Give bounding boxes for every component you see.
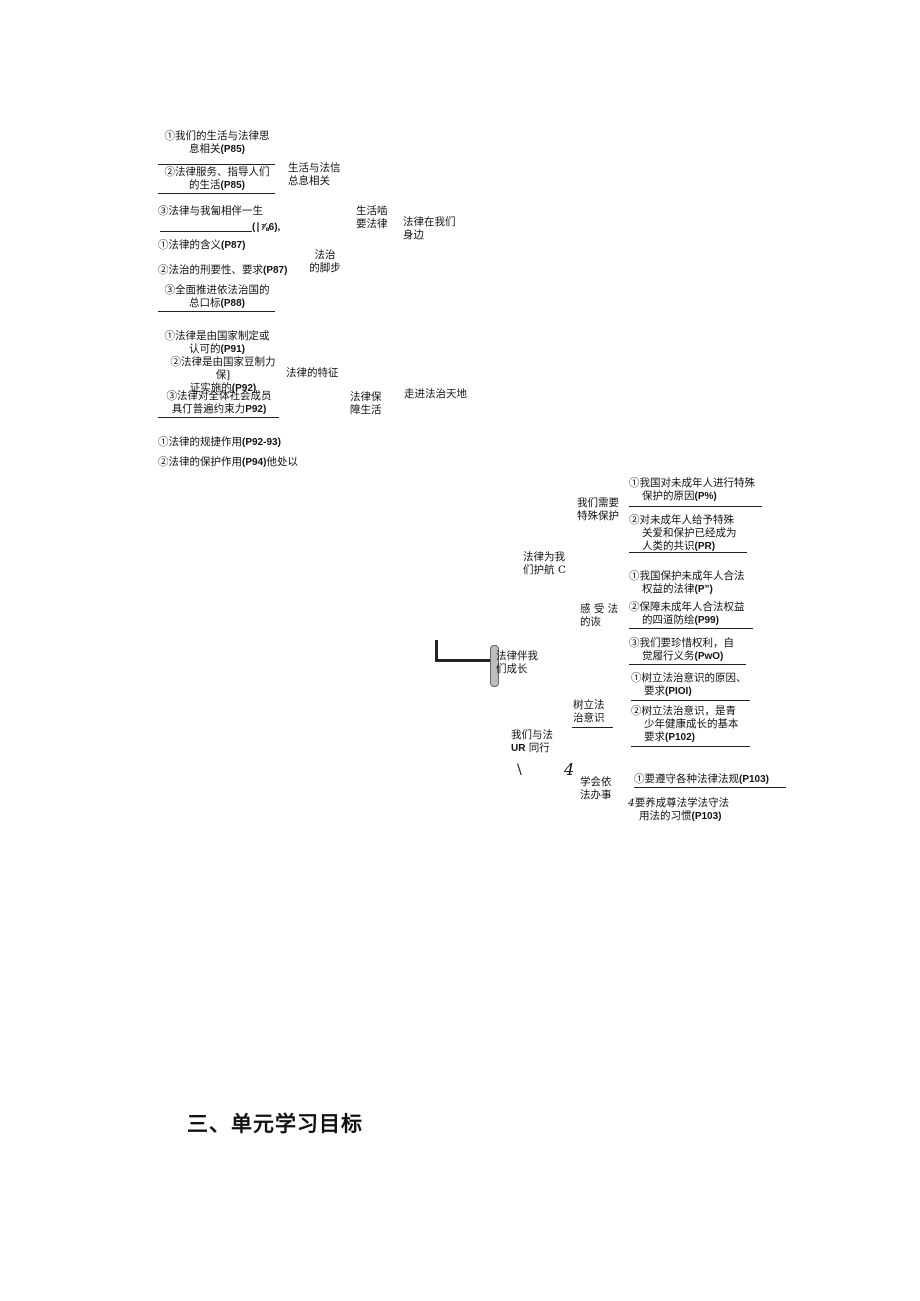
left-item-4: ①法律的含义(P87) bbox=[158, 239, 246, 251]
section-heading: 三、单元学习目标 bbox=[187, 1112, 363, 1136]
node-law-escorts-us: 法律为我 们护航 C bbox=[523, 551, 566, 576]
bracket-horizontal bbox=[435, 659, 491, 662]
node-life-needs-law: 生活啮 要法律 bbox=[356, 205, 388, 230]
node-enter-rule-of-law: 走进法治天地 bbox=[404, 388, 467, 400]
left-item-8: ②法律是由国家豆制力 保] 证实施的(P92) bbox=[170, 356, 276, 394]
right-item-1: ①我国对未成年人进行特殊 保护的原因(P%) bbox=[629, 477, 755, 502]
right-item-8: ①要遵守各种法律法规(P103) bbox=[634, 773, 770, 785]
left-item-7: ①法律是由国家制定或 认可的(P91) bbox=[164, 330, 270, 355]
scan-mark-slash: \ bbox=[517, 762, 522, 778]
node-law-features: 法律的特征 bbox=[286, 367, 339, 379]
right-item-3: ①我国保护未成年人合法 权益的法律(P”) bbox=[629, 570, 745, 595]
divider bbox=[572, 727, 613, 728]
node-law-grows-with-us: 法律伴我 们成长 bbox=[496, 650, 538, 675]
node-establish-law-awareness: 树立法 治意识 bbox=[573, 699, 605, 724]
left-item-10: ①法律的规捷作用(P92-93) bbox=[158, 436, 281, 448]
divider bbox=[629, 506, 762, 507]
node-life-law: 生活与法信 总息相关 bbox=[288, 162, 341, 187]
divider bbox=[629, 664, 746, 665]
divider bbox=[160, 231, 252, 232]
node-feel-law-care: 感 受 法 的诙 bbox=[580, 603, 619, 628]
divider bbox=[631, 700, 750, 701]
divider bbox=[158, 164, 275, 165]
node-law-protects-life: 法律保 障生活 bbox=[350, 391, 382, 416]
node-law-around-us: 法律在我们 身边 bbox=[403, 216, 456, 241]
left-item-9: ③法律对全体社会成员 具仃普遍约束力P92) bbox=[166, 390, 272, 415]
divider bbox=[158, 417, 279, 418]
left-item-2: ②法律服务、指导人们 的生活(P85) bbox=[164, 166, 270, 191]
divider bbox=[629, 628, 753, 629]
node-walk-with-law: 我们与法 UR 同行 bbox=[511, 729, 553, 754]
right-item-9: 4要养成尊法学法守法 用法的习惯(P103) bbox=[628, 797, 730, 822]
left-item-3: ③法律与我匐相伴一生 bbox=[158, 205, 263, 217]
brace-shape bbox=[490, 645, 499, 687]
divider bbox=[634, 787, 786, 788]
left-item-5: ②法治的刑要性、要求(P87) bbox=[158, 264, 288, 276]
left-item-11: ②法律的保护作用(P94)他处以 bbox=[158, 456, 298, 468]
right-item-4: ②保障未成年人合法权益 的四道防绘(P99) bbox=[629, 601, 745, 626]
divider bbox=[158, 311, 275, 312]
divider bbox=[158, 193, 275, 194]
left-item-3-ref: (∣⅞6), bbox=[252, 222, 281, 233]
right-item-5: ③我们要珍惜权利，自 觉履行义务(PwO) bbox=[629, 637, 734, 662]
node-rule-of-law-steps: 法治 的脚步 bbox=[309, 249, 341, 274]
node-handle-by-law: 学会依 法办事 bbox=[580, 776, 612, 801]
left-item-6: ③全面推进依法治国的 总口标(P88) bbox=[164, 284, 270, 309]
divider bbox=[631, 746, 750, 747]
left-item-1: ①我们的生活与法律思 息相关(P85) bbox=[164, 130, 270, 155]
right-item-6: ①树立法治意识的原因、 要求(PIOI) bbox=[631, 672, 747, 697]
right-item-7: ②树立法治意识，是青 少年健康成长的基本 要求(P102) bbox=[631, 705, 739, 743]
bracket-vertical bbox=[435, 640, 438, 662]
node-need-special-protection: 我们需要 特殊保护 bbox=[577, 497, 619, 522]
scan-mark-four: 4 bbox=[564, 760, 575, 779]
right-item-2: ②对未成年人给予特殊 关爱和保护已经成为 人类的共识(PR) bbox=[629, 514, 737, 552]
divider bbox=[629, 552, 747, 553]
